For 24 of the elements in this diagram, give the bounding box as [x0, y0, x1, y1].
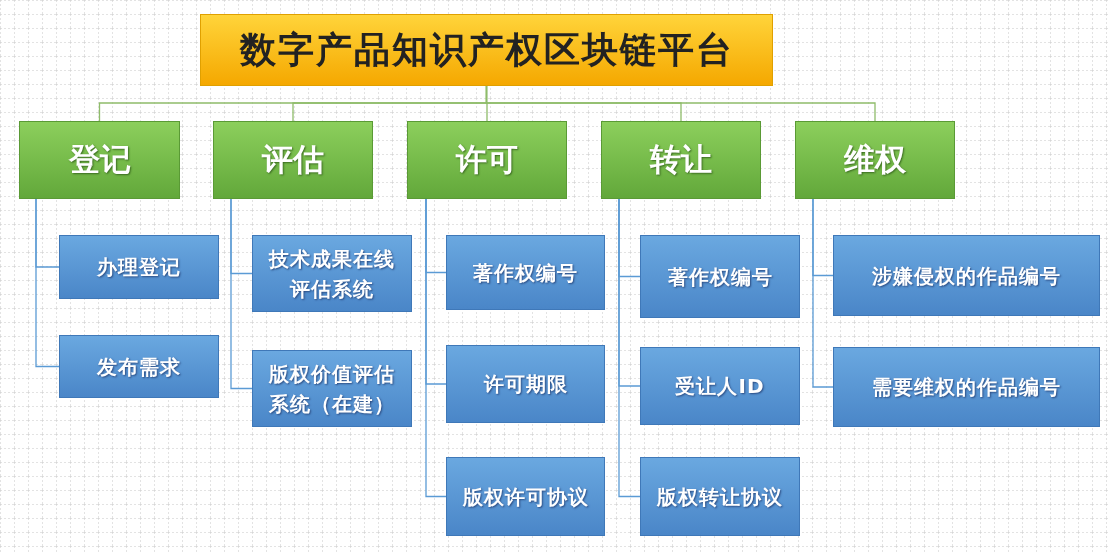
- item-box: 办理登记: [59, 235, 219, 299]
- item-box: 版权价值评估系统（在建）: [252, 350, 412, 427]
- category-box: 维权: [795, 121, 955, 199]
- item-box: 受让人ID: [640, 347, 800, 425]
- item-box: 版权许可协议: [446, 457, 605, 536]
- title-box: 数字产品知识产权区块链平台: [200, 14, 773, 86]
- item-box: 版权转让协议: [640, 457, 800, 536]
- connector-line: [425, 198, 447, 498]
- category-box: 登记: [19, 121, 180, 199]
- item-box: 著作权编号: [640, 235, 800, 318]
- item-box: 著作权编号: [446, 235, 605, 310]
- category-box: 许可: [407, 121, 567, 199]
- connector-line: [485, 85, 876, 122]
- item-box: 许可期限: [446, 345, 605, 423]
- connector-line: [812, 198, 834, 388]
- connector-line: [230, 198, 253, 390]
- connector-line: [35, 198, 60, 368]
- item-box: 发布需求: [59, 335, 219, 398]
- item-box: 涉嫌侵权的作品编号: [833, 235, 1100, 316]
- item-box: 技术成果在线评估系统: [252, 235, 412, 312]
- connector-line: [618, 198, 641, 498]
- category-box: 评估: [213, 121, 373, 199]
- category-box: 转让: [601, 121, 761, 199]
- item-box: 需要维权的作品编号: [833, 347, 1100, 427]
